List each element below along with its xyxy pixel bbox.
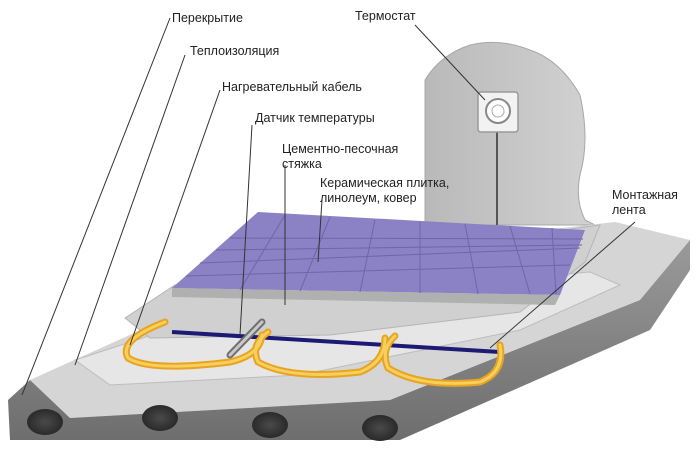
slab-hole [252,412,288,438]
slab-hole [142,405,178,431]
leader-insulation [74,54,186,366]
tile-surface [172,212,585,305]
label-finish-line2: линолеум, ковер [320,191,417,205]
mounting-tape [171,330,501,354]
leader-thermostat [414,24,486,101]
label-insulation: Теплоизоляция [190,44,279,58]
slab-hole [362,415,398,441]
label-tape-line2: лента [612,203,646,217]
slab-front [8,240,690,440]
leader-tape [489,221,636,349]
thermostat-icon [477,91,519,133]
leader-heating-cable [129,89,221,346]
wall [424,41,596,226]
slab-hole [27,409,63,435]
temperature-sensor-icon [226,318,266,359]
label-screed-line1: Цементно-песочная [282,142,398,156]
label-temp-sensor: Датчик температуры [255,111,375,125]
leader-temp-sensor [239,124,253,336]
label-tape-line1: Монтажная [612,188,678,202]
leader-finish [317,199,323,263]
label-finish-line1: Керамическая плитка, [320,176,449,190]
label-slab: Перекрытие [172,11,243,25]
label-thermostat: Термостат [355,9,416,23]
label-heating-cable: Нагревательный кабель [222,80,362,94]
leader-slab [21,17,171,396]
label-screed-line2: стяжка [282,157,322,171]
